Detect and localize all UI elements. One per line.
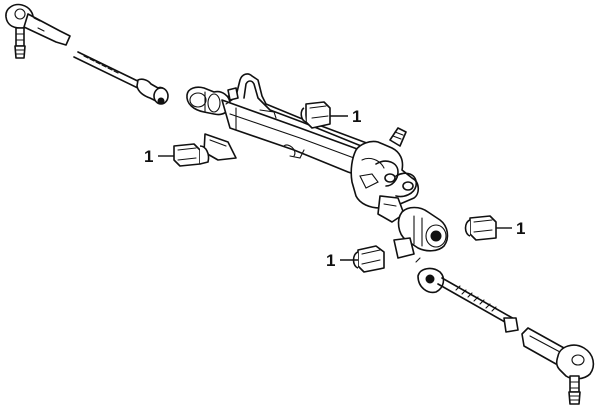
grommet-right — [464, 215, 497, 241]
grommet-upper-right — [300, 101, 331, 129]
pinion-valve-housing — [350, 127, 420, 223]
rack-housing — [186, 73, 381, 179]
grommet-left — [173, 143, 210, 167]
tie-rod-left — [73, 51, 169, 105]
callout-label-right: 1 — [516, 219, 525, 238]
tie-rod-end-left — [5, 3, 71, 59]
callout-label-upper-right: 1 — [352, 107, 361, 126]
rack-right-end — [393, 206, 449, 263]
tie-rod-end-right — [521, 327, 595, 405]
tie-rod-right — [417, 267, 519, 333]
callout-label-lower: 1 — [326, 251, 335, 270]
callout-label-left: 1 — [144, 147, 153, 166]
grommet-lower — [352, 245, 385, 273]
